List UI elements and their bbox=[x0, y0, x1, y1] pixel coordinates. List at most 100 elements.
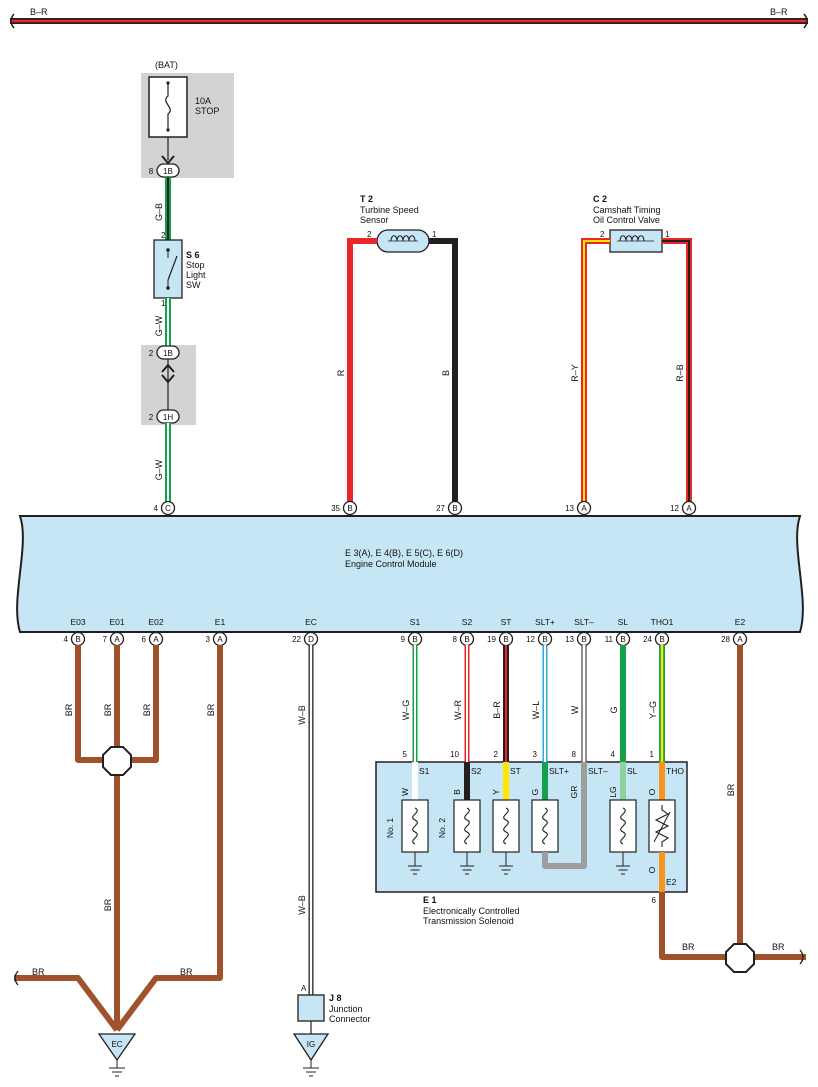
ecm-top-pin-nt-letter: B bbox=[452, 504, 457, 513]
svg-text:T 2: T 2 bbox=[360, 194, 373, 204]
wire-label-rb: R–B bbox=[675, 364, 685, 382]
ecm-bottom-pin-slt: B bbox=[537, 631, 553, 647]
solenoid-pin-number: 3 bbox=[533, 750, 538, 759]
ecm-bottom-pin-e02-letter: A bbox=[153, 635, 159, 644]
solenoid-wire-color: Y bbox=[491, 789, 501, 795]
ecm-bottom-pin-number: 9 bbox=[401, 635, 406, 644]
slt-return-wire bbox=[542, 800, 587, 869]
svg-text:2: 2 bbox=[161, 231, 166, 240]
wire-label-wr: W–R bbox=[453, 700, 463, 721]
ecm-bottom-pin-sl-letter: B bbox=[620, 635, 625, 644]
wire-label-wg: W–G bbox=[401, 700, 411, 721]
bus-right-label: B–R bbox=[770, 7, 788, 17]
solenoid-terminal-label: THO bbox=[666, 766, 684, 776]
solenoid-line1: Electronically Controlled bbox=[423, 906, 520, 916]
ecm-bottom-pin-number: 12 bbox=[526, 635, 535, 644]
ecm-bottom-pin-sl: B bbox=[615, 631, 631, 647]
wire-label-wb-2: W–B bbox=[297, 895, 307, 915]
wire-label-b: B bbox=[441, 370, 451, 376]
solenoid-terminal-label: S2 bbox=[471, 766, 482, 776]
wire-label-g: G bbox=[609, 706, 619, 713]
ecm-bottom-signal-label: SLT+ bbox=[535, 617, 555, 627]
ecm-bottom-pin-s2: B bbox=[459, 631, 475, 647]
ground-wires-left bbox=[14, 645, 223, 1032]
solenoid-wire-color: G bbox=[530, 789, 540, 796]
ecm-bottom-pin-e1: A bbox=[212, 631, 228, 647]
solenoid-e2-label: E2 bbox=[666, 877, 677, 887]
ecm-bottom-pin-e03: B bbox=[70, 631, 86, 647]
ecm-bottom-pin-e01-letter: A bbox=[114, 635, 120, 644]
ecm-bottom-pin-s1: B bbox=[407, 631, 423, 647]
svg-text:1: 1 bbox=[161, 299, 166, 308]
ecm-bottom-pin-slt: B bbox=[576, 631, 592, 647]
ecm-bottom-pin-number: 7 bbox=[103, 635, 108, 644]
chassis-ground-icon bbox=[616, 852, 630, 875]
chevron-down-icon bbox=[161, 155, 175, 165]
chevron-down-icon bbox=[161, 374, 175, 384]
ecm-bottom-pin-e2-letter: A bbox=[737, 635, 743, 644]
ecm-title: E 3(A), E 4(B), E 5(C), E 6(D) bbox=[345, 548, 463, 558]
wire-b-nt-minus bbox=[429, 238, 458, 502]
wire-label-w: W bbox=[570, 705, 580, 714]
svg-text:C 2: C 2 bbox=[593, 194, 607, 204]
ecm-bottom-pin-st-letter: B bbox=[503, 635, 508, 644]
ecm-bottom-pin-number: 8 bbox=[453, 635, 458, 644]
wire-label-e02: BR bbox=[142, 703, 152, 716]
stop-light-switch: 2 1 S 6 Stop Light SW bbox=[153, 231, 206, 308]
ecm-bottom-signal-label: E01 bbox=[109, 617, 124, 627]
wire-label-gw1: G–W bbox=[154, 315, 164, 336]
solenoid-coil bbox=[492, 799, 520, 853]
solenoid-terminal-label: SLT– bbox=[588, 766, 608, 776]
svg-text:1: 1 bbox=[665, 230, 670, 239]
ecm-bottom-pin-e1-letter: A bbox=[217, 635, 223, 644]
wire-label-r: R bbox=[336, 369, 346, 376]
solenoid-wire-color: W bbox=[400, 788, 410, 796]
svg-text:Sensor: Sensor bbox=[360, 215, 389, 225]
e2-ground-wires bbox=[659, 645, 806, 960]
svg-text:A: A bbox=[301, 984, 307, 993]
svg-text:J 8: J 8 bbox=[329, 993, 342, 1003]
solenoid-coil-label: No. 1 bbox=[385, 818, 395, 839]
ecm-bottom-signal-label: SL bbox=[618, 617, 629, 627]
chassis-ground-icon bbox=[499, 852, 513, 875]
solenoid-e2-wire-color: O bbox=[647, 866, 657, 873]
svg-text:2: 2 bbox=[367, 230, 372, 239]
turbine-speed-sensor: T 2 Turbine Speed Sensor 2 1 bbox=[360, 194, 437, 253]
ecm-bottom-pin-tho1: B bbox=[654, 631, 670, 647]
ecm-bottom-signal-label: E03 bbox=[70, 617, 85, 627]
wire-label-br-right: BR bbox=[772, 942, 785, 952]
chevron-up-icon bbox=[161, 363, 175, 373]
ecm-bottom-pin-e03-letter: B bbox=[75, 635, 80, 644]
solenoid-terminal-label: S1 bbox=[419, 766, 430, 776]
wire-label-br-trunk: BR bbox=[103, 898, 113, 911]
solenoid-line2: Transmission Solenoid bbox=[423, 916, 514, 926]
ecm-bottom-signal-label: E2 bbox=[735, 617, 746, 627]
wire-label-e2: BR bbox=[726, 783, 736, 796]
svg-text:8: 8 bbox=[149, 167, 154, 176]
svg-text:SW: SW bbox=[186, 280, 201, 290]
wire-label-wb-1: W–B bbox=[297, 705, 307, 725]
wire-r-y-oc1-plus bbox=[581, 238, 610, 502]
svg-text:EC: EC bbox=[111, 1040, 122, 1049]
svg-text:Connector: Connector bbox=[329, 1014, 371, 1024]
engine-control-module: E 3(A), E 4(B), E 5(C), E 6(D) Engine Co… bbox=[16, 515, 804, 633]
ecm-top-pin-nt: B bbox=[342, 500, 358, 516]
solenoid-pin-number: 5 bbox=[403, 750, 408, 759]
solenoid-pin-number: 2 bbox=[494, 750, 499, 759]
ecm-bottom-pin-s1-letter: B bbox=[412, 635, 417, 644]
chassis-ground-icon bbox=[460, 852, 474, 875]
ecm-bottom-pin-number: 3 bbox=[206, 635, 211, 644]
wire-label-yg: Y–G bbox=[648, 701, 658, 719]
wire-label-gw2: G–W bbox=[154, 459, 164, 480]
ecm-bottom-signal-label: S2 bbox=[462, 617, 473, 627]
ecm-bottom-signal-label: SLT– bbox=[574, 617, 594, 627]
ecm-bottom-pin-number: 6 bbox=[142, 635, 147, 644]
solenoid-wire-color: B bbox=[452, 789, 462, 795]
ecm-top-pin-number: 13 bbox=[565, 504, 574, 513]
svg-text:2: 2 bbox=[149, 413, 154, 422]
solenoid-coil bbox=[531, 799, 559, 853]
ground-ig: IG bbox=[292, 1033, 330, 1077]
wire-label-br-e2: BR bbox=[682, 942, 695, 952]
ecm-top-pin-nt-letter: B bbox=[347, 504, 352, 513]
